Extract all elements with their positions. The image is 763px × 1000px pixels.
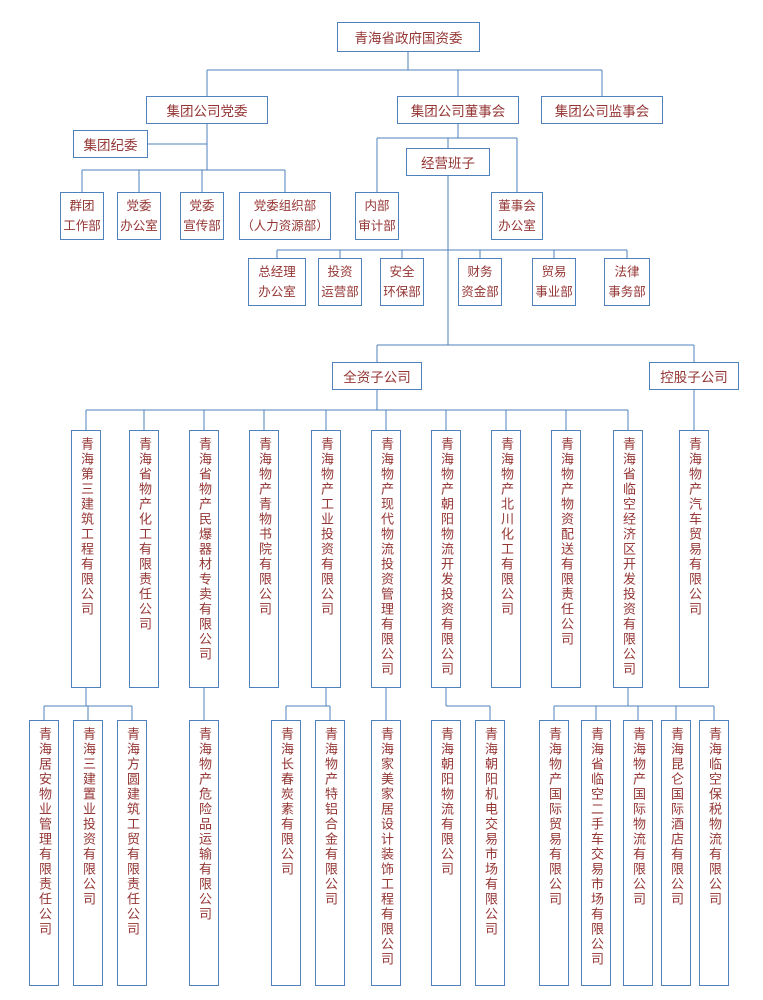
org-node-subsidiary: 青海省物产民爆器材专卖有限公司 <box>189 430 219 688</box>
org-node-sub-subsidiary: 青海临空保税物流有限公司 <box>699 720 729 986</box>
org-node-sub-subsidiary: 青海方圆建筑工贸有限责任公司 <box>117 720 147 986</box>
org-node-dept-organization-hr: 党委组织部 （人力资源部） <box>239 192 331 240</box>
org-node-sub-subsidiary: 青海居安物业管理有限责任公司 <box>29 720 59 986</box>
org-node-sub-subsidiary: 青海长春炭素有限公司 <box>271 720 301 986</box>
org-node-subsidiary: 青海物产汽车贸易有限公司 <box>679 430 709 688</box>
org-node-sub-subsidiary: 青海朝阳物流有限公司 <box>431 720 461 986</box>
org-node-sub-subsidiary: 青海昆仑国际酒店有限公司 <box>661 720 691 986</box>
org-node-sub-subsidiary: 青海物产国际物流有限公司 <box>623 720 653 986</box>
org-node-management-team: 经营班子 <box>406 148 490 176</box>
org-node-dept-safety-env: 安全 环保部 <box>380 258 424 306</box>
org-node-sub-subsidiary: 青海物产特铝合金有限公司 <box>315 720 345 986</box>
org-node-discipline-committee: 集团纪委 <box>73 130 148 158</box>
org-node-sub-subsidiary: 青海家美家居设计装饰工程有限公司 <box>371 720 401 986</box>
org-node-dept-finance: 财务 资金部 <box>458 258 502 306</box>
org-node-supervisory-board: 集团公司监事会 <box>541 96 663 124</box>
org-node-dept-mass-org: 群团 工作部 <box>60 192 104 240</box>
org-node-root: 青海省政府国资委 <box>337 22 480 52</box>
org-node-subsidiary: 青海第三建筑工程有限公司 <box>71 430 101 688</box>
org-node-dept-party-office: 党委 办公室 <box>117 192 161 240</box>
org-node-subsidiary: 青海物产北川化工有限公司 <box>491 430 521 688</box>
org-node-sub-subsidiary: 青海三建置业投资有限公司 <box>73 720 103 986</box>
org-node-dept-legal: 法律 事务部 <box>604 258 650 306</box>
org-node-sub-subsidiary: 青海省临空二手车交易市场有限公司 <box>581 720 611 986</box>
org-node-subsidiary: 青海物产朝阳物流开发投资有限公司 <box>431 430 461 688</box>
org-node-subsidiary: 青海省临空经济区开发投资有限公司 <box>613 430 643 688</box>
org-node-subsidiary: 青海物产工业投资有限公司 <box>311 430 341 688</box>
org-node-dept-trade: 贸易 事业部 <box>532 258 576 306</box>
org-node-subsidiary: 青海物产青物书院有限公司 <box>249 430 279 688</box>
org-node-sub-subsidiary: 青海物产危险品运输有限公司 <box>189 720 219 986</box>
org-node-dept-gm-office: 总经理 办公室 <box>248 258 306 306</box>
org-node-dept-investment-ops: 投资 运营部 <box>318 258 362 306</box>
org-node-subsidiary: 青海物产物资配送有限责任公司 <box>551 430 581 688</box>
org-node-dept-board-office: 董事会 办公室 <box>491 192 543 240</box>
org-node-party-committee: 集团公司党委 <box>146 96 268 124</box>
org-node-board-of-directors: 集团公司董事会 <box>397 96 519 124</box>
org-node-wholly-owned-label: 全资子公司 <box>332 362 422 390</box>
org-node-holding-label: 控股子公司 <box>649 362 739 390</box>
org-node-dept-internal-audit: 内部 审计部 <box>355 192 399 240</box>
org-node-sub-subsidiary: 青海朝阳机电交易市场有限公司 <box>475 720 505 986</box>
org-node-subsidiary: 青海省物产化工有限责任公司 <box>129 430 159 688</box>
org-node-dept-propaganda: 党委 宣传部 <box>180 192 224 240</box>
org-node-sub-subsidiary: 青海物产国际贸易有限公司 <box>539 720 569 986</box>
org-node-subsidiary: 青海物产现代物流投资管理有限公司 <box>371 430 401 688</box>
